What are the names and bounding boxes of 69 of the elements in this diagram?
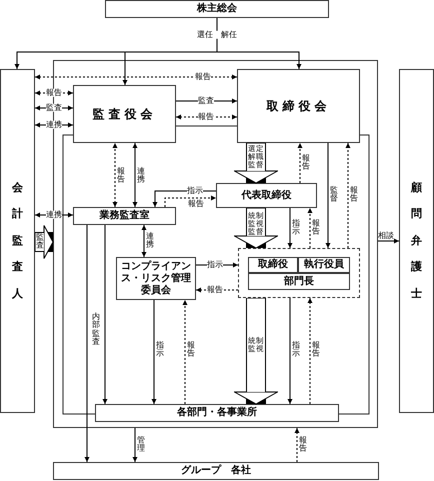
org-box: 代表取締役 [216, 183, 317, 208]
arrow [142, 224, 146, 258]
side-party-box: 会計監査人 [0, 69, 35, 413]
edge-label: 報告 [187, 342, 195, 358]
edge-label: 連携 [46, 210, 62, 220]
arrow [298, 142, 302, 184]
edge-label: 指示 [156, 342, 164, 358]
edge-label: 管理 [137, 436, 145, 454]
edge-label: 連携 [137, 168, 145, 184]
org-box: 部門長 [248, 273, 350, 290]
arrow [288, 298, 292, 404]
edge-label: 報告 [302, 154, 310, 172]
edge-label: 指示 [207, 260, 223, 270]
org-box: 業務監査室 [73, 207, 176, 225]
edge-label: 指示 [187, 186, 203, 196]
edge-label: 監査 [46, 104, 62, 112]
edge-label: 報告 [312, 342, 320, 358]
edge-label: 監督 [330, 186, 338, 204]
arrow [308, 208, 312, 248]
edge-label: 報告 [198, 112, 214, 122]
arrow [294, 428, 300, 462]
edge-label: 報告 [350, 186, 358, 204]
org-box: 株主総会 [105, 0, 329, 18]
arrow [112, 142, 118, 208]
arrow [132, 142, 138, 208]
edge-label: 選任 解任 [197, 30, 237, 40]
edge-label: 報告 [299, 436, 307, 454]
arrow [176, 114, 238, 120]
arrow [102, 224, 108, 404]
arrow [34, 74, 238, 80]
edge-label: 指示 [292, 342, 300, 358]
dotted-group-box [238, 248, 360, 298]
org-box: 監査役会 [73, 85, 176, 143]
company-frame [53, 60, 378, 428]
org-box: 各部門・各事業所 [95, 404, 339, 422]
edge-label: 報告 [46, 88, 62, 98]
edge-label: 報告 [207, 286, 223, 294]
org-box: コンプライアンス・リスク管理委員会 [116, 257, 196, 300]
arrow [288, 208, 292, 248]
arrow [132, 428, 138, 462]
edge-label: 指示 [292, 220, 300, 236]
edge-label: 報告 [117, 168, 125, 184]
side-party-box: 顧問弁護士 [399, 69, 434, 413]
block-arrow [234, 298, 278, 404]
edge-label: 報告 [195, 72, 211, 82]
edge-label: 報告 [188, 200, 204, 208]
arrow [152, 300, 156, 404]
block-arrow [35, 225, 54, 259]
org-box: グループ 各社 [53, 462, 379, 480]
org-box: 取締役会 [237, 69, 360, 143]
org-box: 執行役員 [298, 257, 350, 273]
edge-label: 連携 [46, 120, 62, 130]
arrow [378, 238, 400, 244]
block-arrow [234, 143, 278, 184]
arrow [346, 142, 350, 248]
edge-label: 連携 [146, 232, 154, 250]
arrow [152, 190, 216, 208]
arrow [308, 298, 312, 404]
arrow [326, 142, 330, 248]
arrow [182, 300, 188, 404]
arrow [84, 224, 90, 462]
arrow [164, 196, 216, 208]
edge-label: 相談 [378, 232, 394, 240]
edge-label: 監査 [198, 96, 214, 106]
org-box: 取締役 [248, 257, 298, 273]
edge-label: 内部監査 [92, 313, 100, 347]
edge-label: 報告 [312, 220, 320, 236]
block-arrow [234, 208, 278, 248]
edge-label: 監査 [36, 234, 44, 250]
